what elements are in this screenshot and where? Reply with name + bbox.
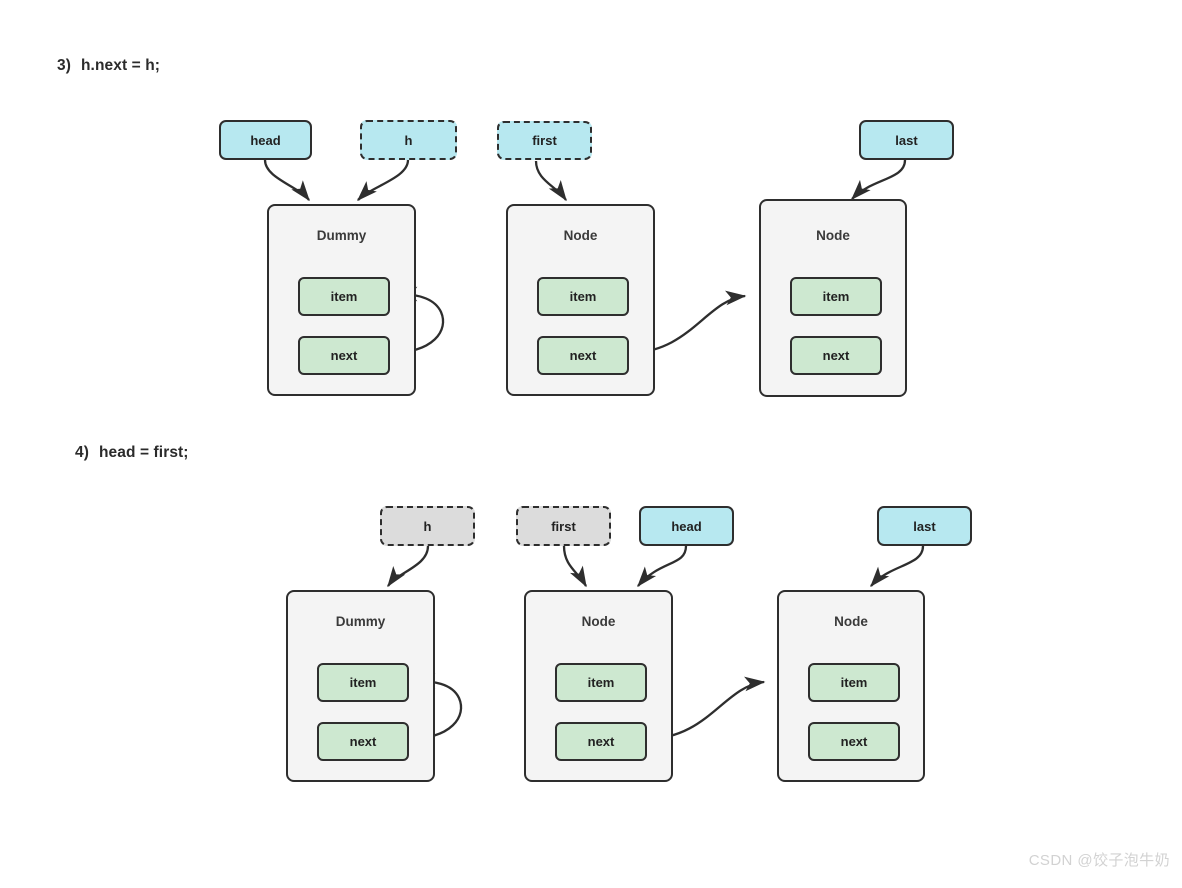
pointer-label: h — [423, 518, 432, 534]
field-item[interactable]: item — [808, 663, 900, 702]
field-label: item — [840, 675, 868, 690]
pointer-label: last — [913, 518, 936, 534]
field-next[interactable]: next — [298, 336, 390, 375]
node-dummy-step4[interactable]: Dummy item next — [286, 590, 435, 782]
field-label: next — [330, 348, 358, 363]
arrow-last-to-node — [851, 159, 907, 200]
step-4-code: head = first; — [98, 444, 189, 461]
step-4-caption: 4) head = first; — [75, 444, 189, 462]
field-item[interactable]: item — [298, 277, 390, 316]
field-label: next — [587, 734, 615, 749]
field-label: next — [569, 348, 597, 363]
pointer-label: first — [551, 518, 576, 534]
node-middle-step3[interactable]: Node item next — [506, 204, 655, 396]
step-4-number: 4) — [75, 444, 89, 461]
field-item[interactable]: item — [555, 663, 647, 702]
pointer-first-step4[interactable]: first — [516, 506, 611, 546]
field-label: item — [822, 289, 850, 304]
field-label: item — [349, 675, 377, 690]
pointer-label: head — [671, 518, 702, 534]
pointer-head-step4[interactable]: head — [639, 506, 734, 546]
pointer-h-step4[interactable]: h — [380, 506, 475, 546]
pointer-last-step3[interactable]: last — [859, 120, 954, 160]
node-title: Node — [816, 228, 850, 243]
pointer-first-step3[interactable]: first — [497, 121, 592, 160]
arrow-first-to-node-step4 — [562, 545, 587, 588]
field-item[interactable]: item — [790, 277, 882, 316]
field-label: next — [349, 734, 377, 749]
arrow-last-to-node-step4 — [870, 545, 925, 588]
arrow-h-to-dummy — [357, 159, 410, 201]
node-title: Node — [834, 614, 868, 629]
node-middle-step4[interactable]: Node item next — [524, 590, 673, 782]
field-next[interactable]: next — [790, 336, 882, 375]
field-label: next — [840, 734, 868, 749]
arrow-first-to-node — [534, 160, 567, 202]
node-right-step3[interactable]: Node item next — [759, 199, 907, 397]
node-right-step4[interactable]: Node item next — [777, 590, 925, 782]
node-title: Dummy — [316, 228, 367, 243]
node-title: Dummy — [335, 614, 386, 629]
field-label: item — [569, 289, 597, 304]
arrow-h-to-dummy-step4 — [387, 545, 430, 588]
field-next[interactable]: next — [808, 722, 900, 761]
pointer-label: first — [532, 133, 557, 148]
step-3-number: 3) — [57, 57, 71, 74]
arrow-head-to-node-step4 — [637, 545, 688, 588]
field-next[interactable]: next — [537, 336, 629, 375]
node-title: Node — [581, 614, 616, 629]
node-dummy-step3[interactable]: Dummy item next — [267, 204, 416, 396]
field-label: item — [587, 675, 615, 690]
field-item[interactable]: item — [537, 277, 629, 316]
arrow-head-to-dummy — [263, 159, 310, 202]
field-label: item — [330, 289, 358, 304]
pointer-label: last — [895, 132, 918, 148]
pointer-last-step4[interactable]: last — [877, 506, 972, 546]
field-item[interactable]: item — [317, 663, 409, 702]
pointer-label: h — [404, 132, 413, 148]
csdn-watermark: CSDN @饺子泡牛奶 — [1028, 852, 1170, 869]
pointer-label: head — [250, 132, 281, 148]
pointer-head-step3[interactable]: head — [219, 120, 312, 160]
field-label: next — [822, 348, 850, 363]
node-title: Node — [563, 228, 598, 243]
step-3-code: h.next = h; — [80, 57, 161, 74]
field-next[interactable]: next — [555, 722, 647, 761]
step-3-caption: 3) h.next = h; — [57, 57, 160, 75]
pointer-h-step3[interactable]: h — [360, 120, 457, 160]
field-next[interactable]: next — [317, 722, 409, 761]
